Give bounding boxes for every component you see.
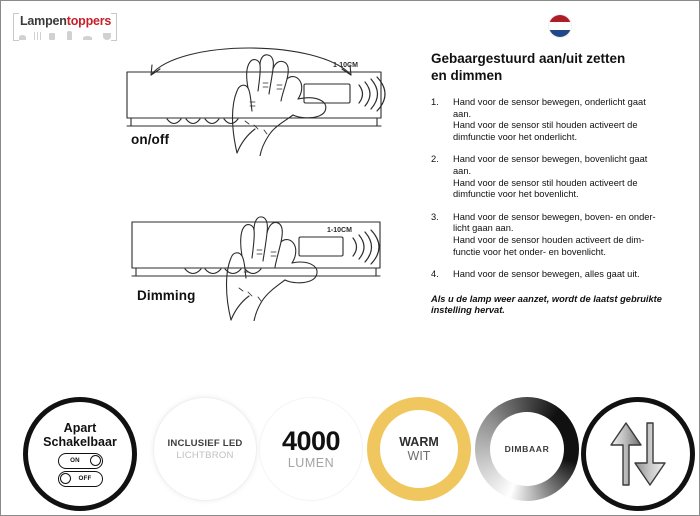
diagram-dimming: 1-10CM (127, 206, 392, 321)
toggle-on-knob (89, 455, 101, 466)
badge-warm-wit: WARM WIT (367, 397, 471, 501)
brand-logo: Lampentoppers (13, 13, 117, 49)
badge-led-title-1: INCLUSIEF LED (167, 437, 243, 449)
note-line-2: instelling hervat. (431, 305, 505, 316)
step-number: 4. (431, 269, 439, 280)
badge-up-down-arrows (581, 397, 695, 511)
step-line: Hand voor de sensor houden activeert de … (453, 234, 645, 245)
lamp-spot-icon (37, 32, 39, 40)
instruction-step: 1. Hand voor de sensor bewegen, onderlic… (431, 97, 689, 143)
instruction-step: 3. Hand voor de sensor bewegen, boven- e… (431, 212, 689, 258)
toggle-off-knob (59, 473, 71, 484)
badge-apart-schakelbaar: Apart Schakelbaar ON OFF (23, 397, 137, 511)
lamp-wide-icon (82, 36, 92, 40)
toggle-off-icon: OFF (57, 470, 103, 487)
step-number: 2. (431, 154, 439, 165)
diagram-label-dimming: Dimming (137, 288, 196, 303)
step-line: dimfunctie voor het onderlicht. (453, 131, 578, 142)
badge-lumen-unit: LUMEN (287, 456, 335, 470)
instructions-heading: Gebaargestuurd aan/uit zetten en dimmen (431, 51, 689, 84)
up-down-arrows-icon (610, 422, 666, 486)
flag-stripe-red (549, 15, 571, 23)
toggle-off-label: OFF (78, 475, 92, 482)
step-line: Hand voor de sensor bewegen, boven- en o… (453, 211, 656, 222)
step-line: aan. (453, 108, 472, 119)
step-line: aan. (453, 165, 472, 176)
badge-dimbaar: DIMBAAR (475, 397, 579, 501)
badge-inclusief-led: INCLUSIEF LED LICHTBRON (153, 397, 257, 501)
netherlands-flag-icon (549, 15, 571, 37)
instructions-panel: Gebaargestuurd aan/uit zetten en dimmen … (431, 15, 689, 317)
step-number: 3. (431, 211, 439, 222)
badge-lumen: 4000 LUMEN (259, 397, 363, 501)
flag-stripe-blue (549, 29, 571, 37)
logo-word-toppers: toppers (66, 14, 112, 28)
sensor-distance-label-onoff: 1-10CM (333, 62, 358, 69)
step-line: Hand voor de sensor bewegen, onderlicht … (453, 97, 646, 107)
lamp-square-icon (49, 33, 56, 40)
badge-apart-title-2: Schakelbaar (43, 434, 117, 449)
logo-lamp-icon-row (19, 28, 111, 40)
heading-line-2: en dimmen (431, 67, 503, 83)
diagram-onoff: 1-10CM (119, 31, 394, 156)
diagram-label-onoff: on/off (131, 132, 170, 147)
badge-apart-title-1: Apart (63, 420, 97, 435)
note-line-1: Als u de lamp weer aanzet, wordt de laat… (431, 293, 662, 304)
step-line: functie voor het onder- en bovenlicht. (453, 246, 606, 257)
logo-wordmark: Lampentoppers (20, 15, 111, 28)
instruction-step: 4. Hand voor de sensor bewegen, alles ga… (431, 269, 689, 281)
lamp-round-icon (102, 33, 111, 40)
step-line: Hand voor de sensor bewegen, alles gaat … (453, 269, 640, 280)
feature-badge-row: Apart Schakelbaar ON OFF INCLUSIEF LED L… (1, 393, 699, 511)
step-number: 1. (431, 97, 439, 107)
toggle-on-label: ON (70, 457, 80, 464)
step-line: Hand voor de sensor stil houden activeer… (453, 120, 638, 131)
heading-line-1: Gebaargestuurd aan/uit zetten (431, 51, 626, 66)
badge-warm-title-2: WIT (407, 448, 431, 463)
badge-led-title-2: LICHTBRON (176, 449, 234, 461)
logo-bracket-right (111, 13, 117, 41)
instructions-note: Als u de lamp weer aanzet, wordt de laat… (431, 294, 689, 317)
step-line: Hand voor de sensor stil houden activeer… (453, 177, 638, 188)
toggle-on-icon: ON (57, 452, 103, 469)
badge-lumen-value: 4000 (281, 426, 341, 456)
badge-dimbaar-title: DIMBAAR (504, 444, 550, 454)
lamp-dome-icon (19, 35, 26, 40)
logo-word-lampen: Lampen (20, 14, 67, 28)
lamp-tall-icon (66, 31, 72, 40)
instruction-step: 2. Hand voor de sensor bewegen, bovenlic… (431, 154, 689, 200)
step-line: Hand voor de sensor bewegen, bovenlicht … (453, 154, 648, 165)
badge-dimbaar-center: DIMBAAR (490, 412, 564, 486)
badge-warm-title-1: WARM (399, 434, 439, 449)
step-line: licht gaan aan. (453, 223, 514, 234)
sensor-distance-label-dimming: 1-10CM (327, 227, 352, 234)
flag-stripe-white (549, 22, 571, 30)
step-line: dimfunctie voor het bovenlicht. (453, 189, 579, 200)
logo-bracket-left (13, 13, 19, 41)
instruction-step-list: 1. Hand voor de sensor bewegen, onderlic… (431, 97, 689, 281)
